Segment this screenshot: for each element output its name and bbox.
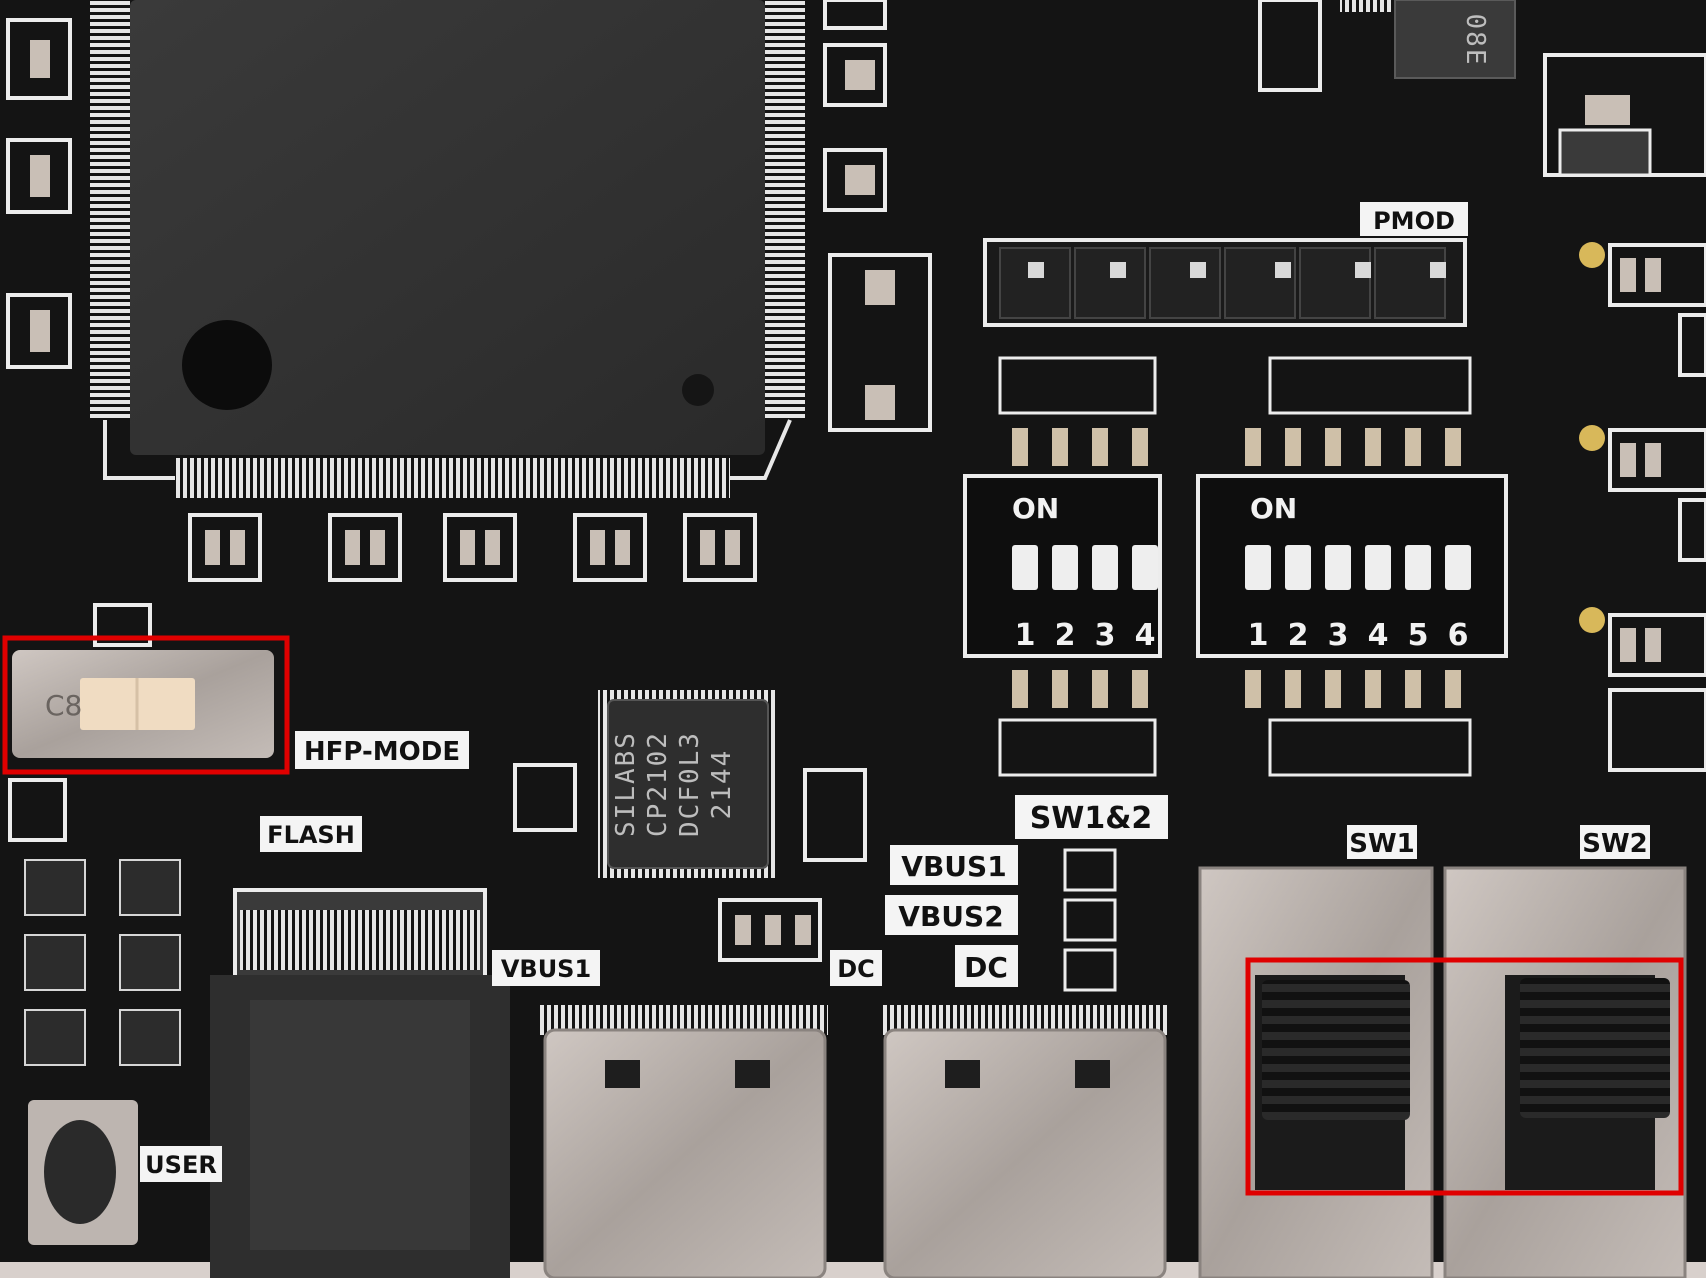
dip6-pos-2: 2 [1288, 618, 1309, 653]
cp2102-line-1: SILABS [611, 731, 641, 837]
vbus2-right-label-box [885, 895, 1018, 935]
usb-c-connector-2[interactable] [880, 1005, 1170, 1278]
cp2102-line-2: CP2102 [643, 731, 673, 837]
user-button[interactable] [28, 1100, 138, 1245]
sw1-label: SW1 [1349, 829, 1415, 859]
sw1-2-label: SW1&2 [1030, 801, 1153, 836]
dc-right-label-box [955, 945, 1018, 987]
dc-left-label-box [830, 950, 882, 986]
vbus1-left-label: VBUS1 [501, 955, 591, 983]
dip-resistor-arrays [998, 356, 1472, 777]
hfp-mode-label: HFP-MODE [304, 737, 460, 767]
user-label: USER [145, 1151, 217, 1179]
vbus1-right-label: VBUS1 [901, 850, 1006, 883]
flash-label: FLASH [267, 821, 355, 849]
vbus1-left-label-box [492, 950, 600, 986]
dip6-pos-1: 1 [1248, 618, 1269, 653]
sw1-2-label-box [1015, 795, 1168, 839]
user-label-box [140, 1146, 222, 1182]
hfp-mode-label-box [295, 731, 469, 769]
dc-left-label: DC [837, 955, 875, 983]
vbus2-right-label: VBUS2 [898, 900, 1003, 933]
dip6-toggles [1245, 545, 1471, 590]
dip6-pos-4: 4 [1368, 618, 1389, 653]
sw1-sw2-highlight-box [1245, 957, 1684, 1196]
flash-label-box [260, 816, 362, 852]
small-ics [24, 859, 181, 1066]
slide-switch-marking: C8 [45, 689, 82, 722]
cp2102-line-3: DCF0L3 [675, 731, 705, 837]
hfp-mode-switch[interactable]: C8 [12, 650, 274, 758]
pmod-label-box [1360, 202, 1468, 236]
sw-diodes [1063, 848, 1117, 992]
right-passives [1579, 242, 1706, 772]
dip6-pos-6: 6 [1448, 618, 1469, 653]
dip4-on-label: ON [1012, 492, 1059, 525]
top-chip-marking: 08E [1460, 14, 1490, 67]
sw2-switch[interactable] [1443, 866, 1687, 1278]
dip-switch-6[interactable]: ON 1 2 3 4 5 6 [1196, 474, 1508, 658]
dip4-pos-3: 3 [1095, 618, 1116, 653]
dip4-pos-4: 4 [1135, 618, 1156, 653]
dip-switch-4[interactable]: ON 1 2 3 4 [963, 474, 1162, 658]
passive-components [30, 40, 895, 945]
dip6-pos-5: 5 [1408, 618, 1429, 653]
cp2102-line-4: 2144 [707, 749, 737, 820]
sw2-label-box [1580, 825, 1650, 859]
usb-c-connector-1[interactable] [538, 1005, 828, 1278]
vbus1-right-label-box [890, 845, 1018, 885]
left-passives [6, 0, 932, 962]
sw1-switch[interactable] [1198, 866, 1434, 1278]
dip4-pos-2: 2 [1055, 618, 1076, 653]
main-fpga-chip [90, 0, 805, 498]
dip6-on-label: ON [1250, 492, 1297, 525]
dip4-pos-1: 1 [1015, 618, 1036, 653]
pmod-label: PMOD [1373, 207, 1455, 235]
dc-right-label: DC [964, 951, 1008, 984]
sw2-label: SW2 [1582, 829, 1648, 859]
top-right-chip: 08E [1258, 0, 1706, 177]
sw2-slider[interactable] [1520, 978, 1670, 1118]
cp2102-chip: SILABS CP2102 DCF0L3 2144 [598, 690, 778, 878]
sw1-label-box [1347, 825, 1417, 859]
hfp-mode-highlight-box [2, 635, 290, 775]
dip6-pos-3: 3 [1328, 618, 1349, 653]
pmod-header [983, 238, 1467, 327]
sd-card-socket [210, 888, 510, 1278]
sw1-slider[interactable] [1262, 980, 1410, 1120]
dip4-toggles [1012, 545, 1158, 590]
dip-pins [1012, 428, 1461, 708]
